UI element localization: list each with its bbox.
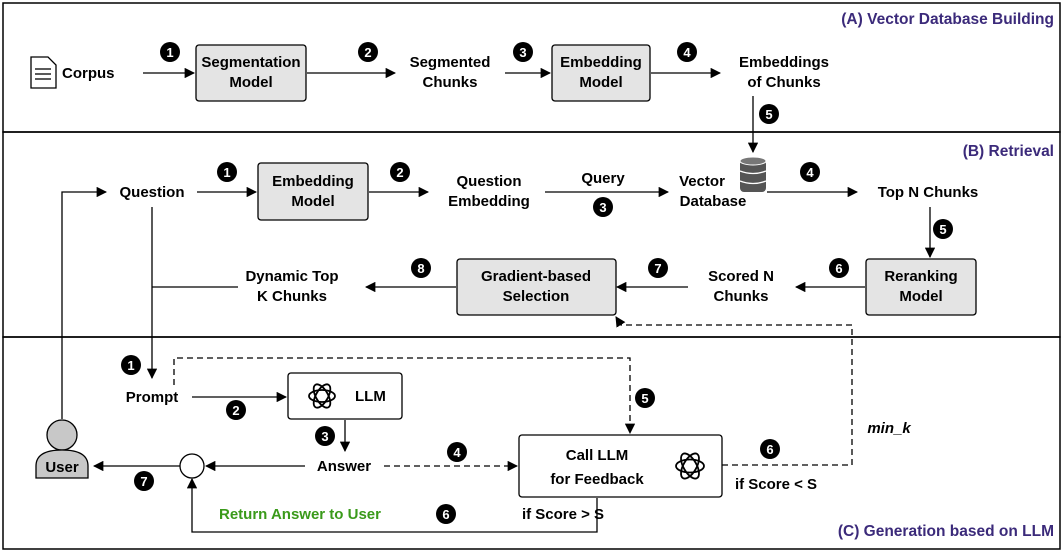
gradient-selection-label-2: Selection: [503, 288, 570, 305]
svg-text:6: 6: [442, 507, 449, 522]
feedback-box: [518, 434, 723, 498]
step-a-2: 2: [358, 42, 378, 62]
svg-text:5: 5: [641, 391, 648, 406]
svg-text:2: 2: [232, 403, 239, 418]
prompt-label: Prompt: [126, 389, 179, 406]
user-icon: [35, 419, 89, 479]
svg-text:8: 8: [417, 261, 424, 276]
segmentation-model-box: [195, 44, 307, 102]
step-c-6b: 6: [436, 504, 456, 524]
svg-text:1: 1: [223, 165, 230, 180]
step-b-7: 7: [648, 258, 668, 278]
openai-icon: [308, 383, 336, 409]
step-a-1: 1: [160, 42, 180, 62]
section-c-title: (C) Generation based on LLM: [838, 523, 1054, 540]
section-b-title: (B) Retrieval: [963, 143, 1054, 160]
return-answer-label: Return Answer to User: [219, 506, 381, 523]
database-icon: [739, 156, 767, 192]
user-label: User: [45, 459, 79, 476]
svg-text:4: 4: [683, 45, 691, 60]
step-a-3: 3: [513, 42, 533, 62]
svg-text:1: 1: [127, 358, 134, 373]
svg-text:4: 4: [806, 165, 814, 180]
section-a-title: (A) Vector Database Building: [841, 11, 1054, 28]
embedding-model-b-label-2: Model: [291, 193, 334, 210]
svg-text:6: 6: [766, 442, 773, 457]
question-embedding-label-1: Question: [456, 173, 521, 190]
question-label: Question: [119, 184, 184, 201]
svg-text:3: 3: [519, 45, 526, 60]
segmented-chunks-label-2: Chunks: [422, 74, 477, 91]
gradient-selection-box: [456, 258, 617, 316]
step-a-4: 4: [677, 42, 697, 62]
reranking-model-label-2: Model: [899, 288, 942, 305]
corpus-label: Corpus: [62, 65, 115, 82]
svg-text:7: 7: [654, 261, 661, 276]
step-b-4: 4: [800, 162, 820, 182]
scored-n-chunks-label-1: Scored N: [708, 268, 774, 285]
svg-text:6: 6: [835, 261, 842, 276]
answer-label: Answer: [317, 458, 371, 475]
svg-text:5: 5: [939, 222, 946, 237]
step-b-3: 3: [593, 197, 613, 217]
step-c-2: 2: [226, 400, 246, 420]
scored-n-chunks-label-2: Chunks: [713, 288, 768, 305]
step-c-4: 4: [447, 442, 467, 462]
step-b-8: 8: [411, 258, 431, 278]
top-n-chunks-label: Top N Chunks: [878, 184, 979, 201]
step-b-1: 1: [217, 162, 237, 182]
embeddings-of-chunks-label-1: Embeddings: [739, 54, 829, 71]
step-a-5: 5: [759, 104, 779, 124]
reranking-model-box: [865, 258, 977, 316]
svg-text:5: 5: [765, 107, 772, 122]
dynamic-top-k-label-2: K Chunks: [257, 288, 327, 305]
step-c-1: 1: [121, 355, 141, 375]
score-gt-label: if Score > S: [522, 506, 604, 523]
step-b-5: 5: [933, 219, 953, 239]
step-c-5: 5: [635, 388, 655, 408]
step-c-7: 7: [134, 471, 154, 491]
step-c-6a: 6: [760, 439, 780, 459]
query-label: Query: [581, 170, 625, 187]
feedback-label-2: for Feedback: [550, 471, 644, 488]
embedding-model-a-label-1: Embedding: [560, 54, 642, 71]
llm-label: LLM: [355, 388, 386, 405]
step-c-3: 3: [315, 426, 335, 446]
segmented-chunks-label-1: Segmented: [410, 54, 491, 71]
segmentation-model-label-2: Model: [229, 74, 272, 91]
document-icon: [30, 56, 57, 89]
segmentation-model-label-1: Segmentation: [201, 54, 300, 71]
section-c-panel: [2, 336, 1061, 550]
reranking-model-label-1: Reranking: [884, 268, 957, 285]
merge-node: [179, 453, 205, 479]
svg-text:3: 3: [599, 200, 606, 215]
svg-text:2: 2: [396, 165, 403, 180]
embedding-model-box-b: [257, 162, 369, 221]
feedback-label-1: Call LLM: [566, 447, 629, 464]
gradient-selection-label-1: Gradient-based: [481, 268, 591, 285]
question-embedding-label-2: Embedding: [448, 193, 530, 210]
min-k-label: min_k: [867, 420, 911, 437]
embedding-model-a-label-2: Model: [579, 74, 622, 91]
embedding-model-box-a: [551, 44, 651, 102]
vector-database-label-2: Database: [680, 193, 747, 210]
svg-text:4: 4: [453, 445, 461, 460]
vector-database-label-1: Vector: [679, 173, 725, 190]
dynamic-top-k-label-1: Dynamic Top: [245, 268, 338, 285]
step-b-6: 6: [829, 258, 849, 278]
svg-text:1: 1: [166, 45, 173, 60]
svg-text:3: 3: [321, 429, 328, 444]
step-b-2: 2: [390, 162, 410, 182]
embeddings-of-chunks-label-2: of Chunks: [747, 74, 820, 91]
svg-text:2: 2: [364, 45, 371, 60]
embedding-model-b-label-1: Embedding: [272, 173, 354, 190]
openai-icon-feedback: [675, 452, 705, 480]
svg-text:7: 7: [140, 474, 147, 489]
score-lt-label: if Score < S: [735, 476, 817, 493]
